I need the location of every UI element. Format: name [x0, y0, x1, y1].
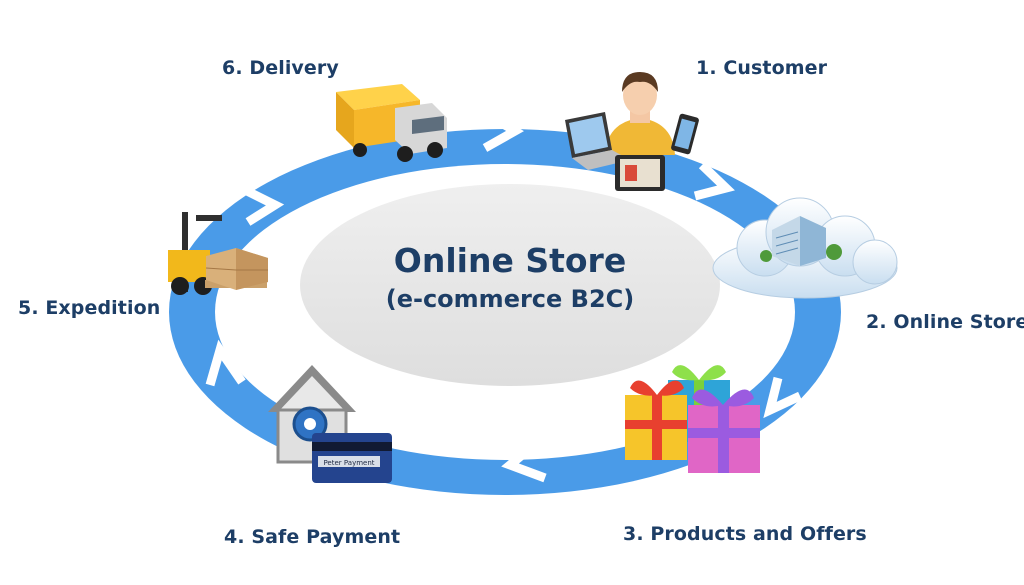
- delivery-truck-icon: [336, 84, 447, 162]
- center-ellipse: [300, 184, 720, 386]
- step-label-customer: 1. Customer: [696, 57, 828, 79]
- gift-boxes-icon: [625, 365, 760, 473]
- arrow-bottom: [501, 436, 547, 483]
- step-label-online-store: 2. Online Store: [866, 311, 1024, 333]
- secure-payment-card-icon: Peter Payment: [268, 365, 392, 483]
- step-label-safe-payment: 4. Safe Payment: [224, 526, 401, 548]
- cloud-building-icon: [712, 197, 898, 299]
- center-title: Online Store: [393, 241, 627, 280]
- payment-card-text: Peter Payment: [323, 459, 374, 467]
- step-label-expedition: 5. Expedition: [18, 297, 161, 319]
- customer-devices-icon: [565, 72, 699, 191]
- arrow-top-left: [482, 111, 524, 152]
- arrow-top-right: [693, 161, 735, 201]
- step-label-products-offers: 3. Products and Offers: [623, 523, 867, 545]
- arrow-upper-left: [242, 185, 285, 226]
- step-label-delivery: 6. Delivery: [222, 57, 339, 79]
- arrow-lower-left: [205, 339, 246, 387]
- forklift-boxes-icon: [168, 212, 268, 295]
- center-subtitle: (e-commerce B2C): [385, 285, 635, 313]
- arrow-lower-right: [763, 376, 802, 419]
